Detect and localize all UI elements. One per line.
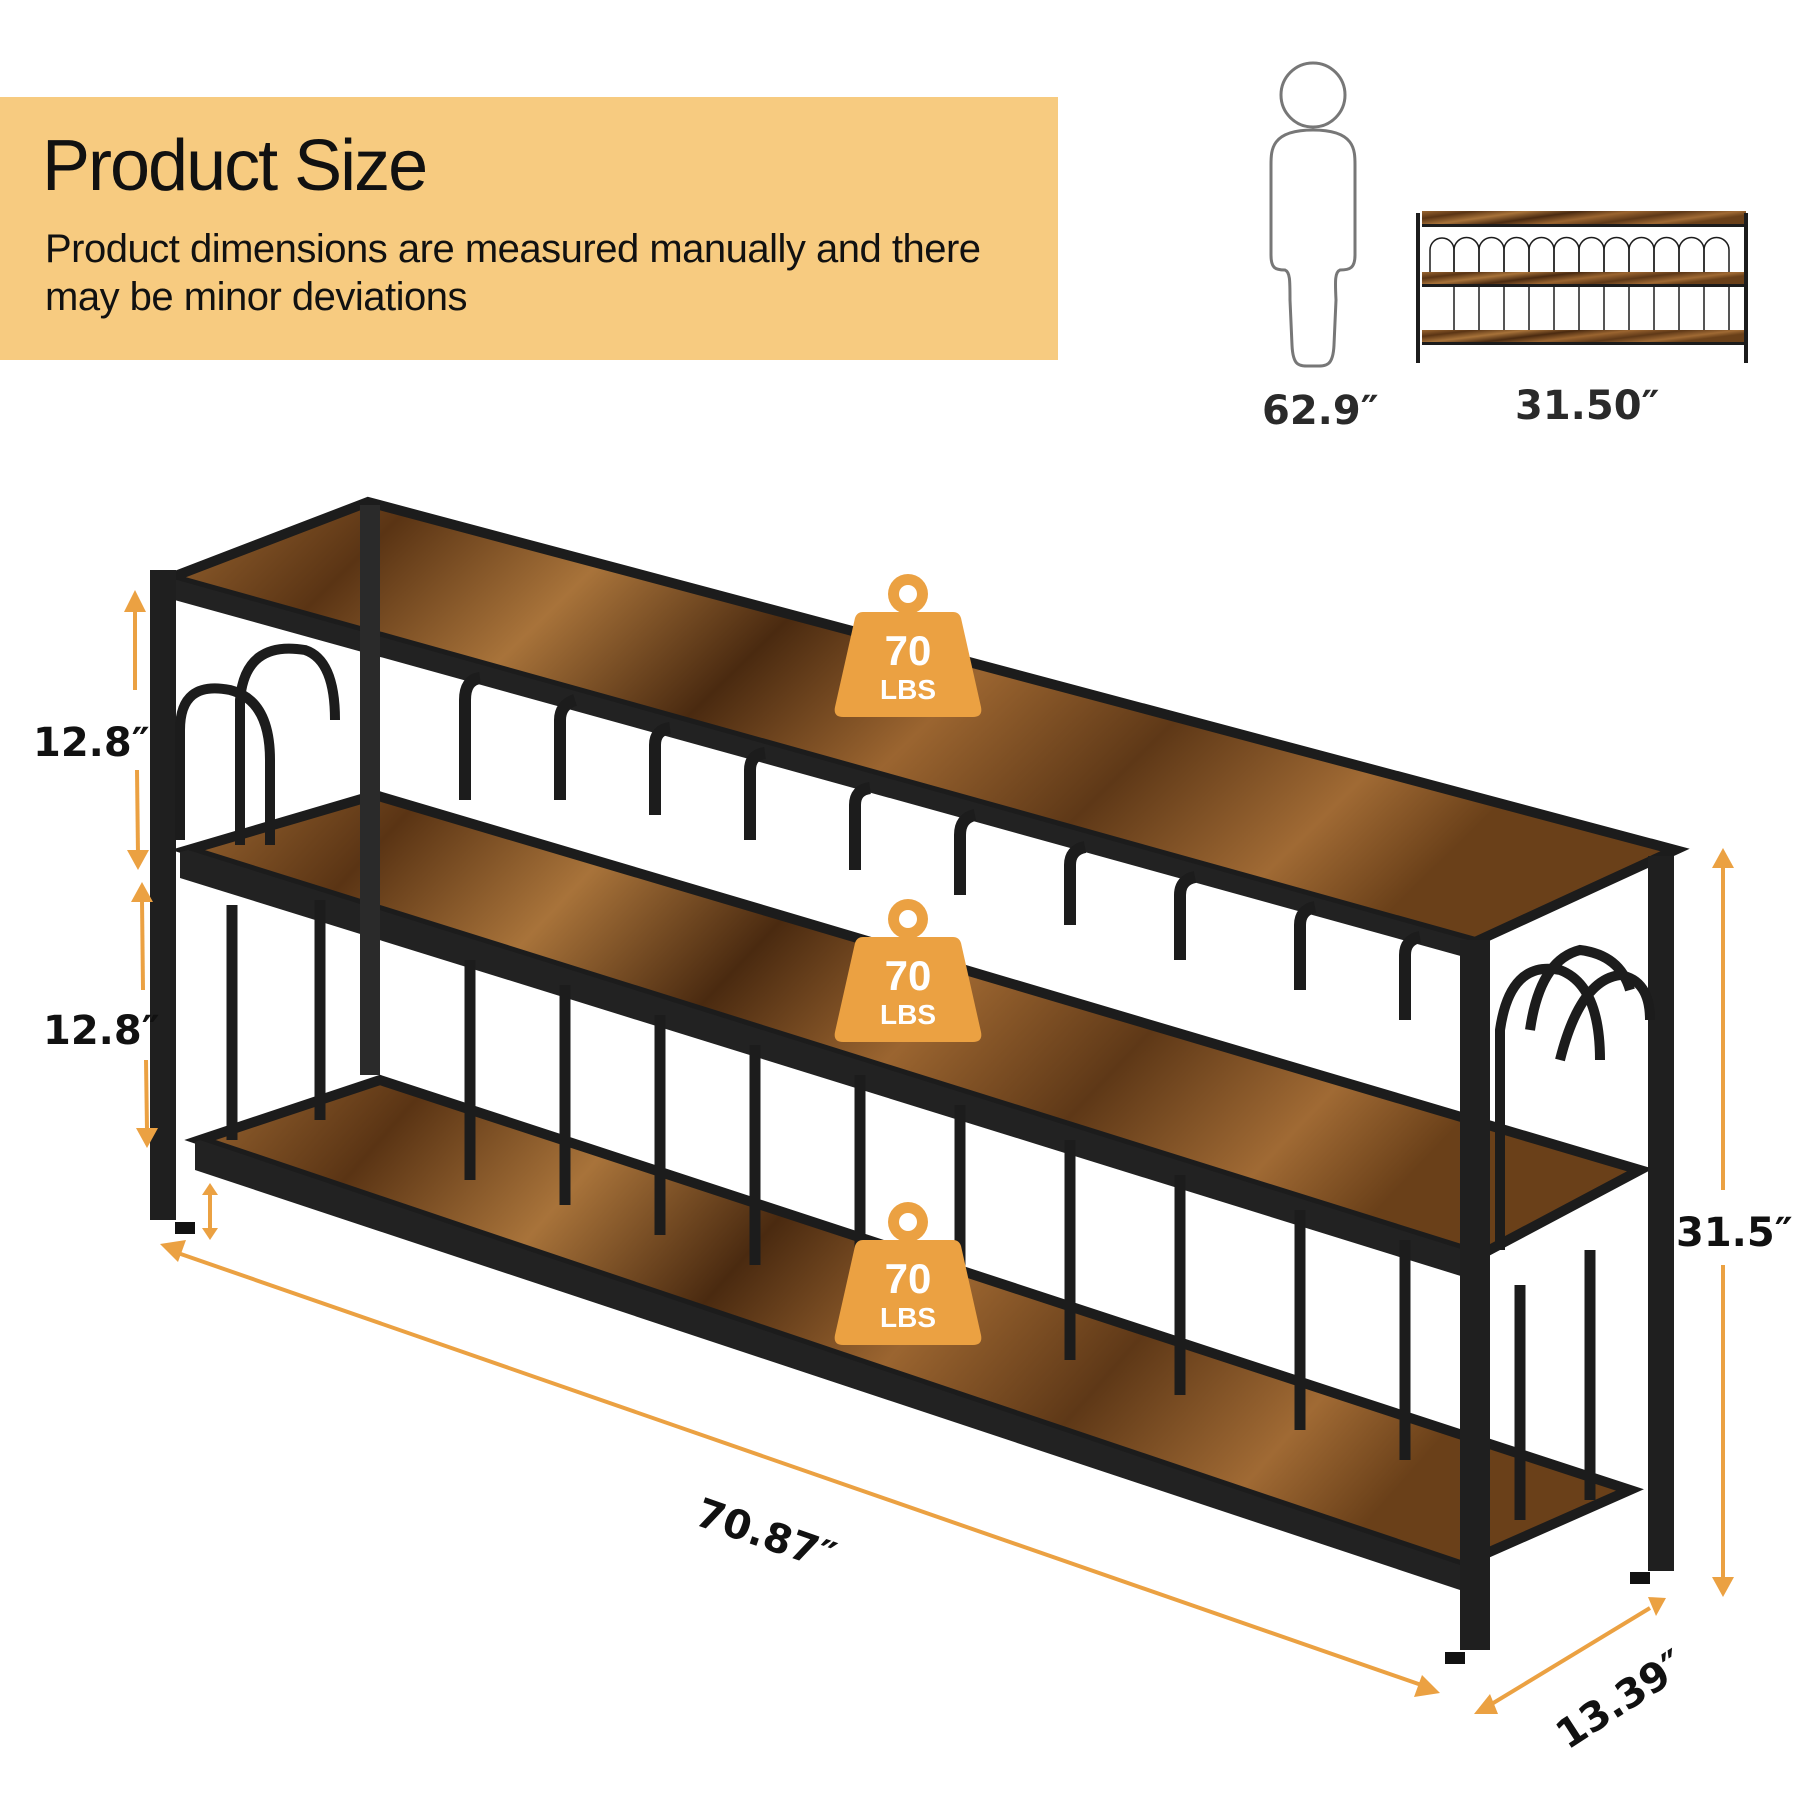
total-height-label: 31.5″: [1676, 1210, 1793, 1256]
load-unit: LBS: [880, 1302, 936, 1333]
page-title: Product Size: [42, 126, 428, 206]
load-value: 70: [884, 952, 932, 999]
page-subtitle: Product dimensions are measured manually…: [45, 227, 981, 319]
weight-icon: [834, 899, 982, 1042]
weight-icon: [834, 1202, 982, 1345]
thumbnail-height-label: 31.50″: [1515, 383, 1660, 429]
load-unit: LBS: [880, 999, 936, 1030]
shelf-gap-top-label: 12.8″: [33, 720, 150, 766]
dimension-arrows: [124, 590, 1734, 1714]
shelf-gap-bottom-label: 12.8″: [43, 1008, 160, 1054]
load-unit: LBS: [880, 674, 936, 705]
load-value: 70: [884, 627, 932, 674]
load-badge-bottom: 70 LBS: [833, 1200, 983, 1350]
load-badge-middle: 70 LBS: [833, 897, 983, 1047]
shelf-thumbnail: [1416, 211, 1748, 363]
load-badge-top: 70 LBS: [833, 572, 983, 722]
weight-icon: [834, 574, 982, 717]
person-height-label: 62.9″: [1262, 388, 1379, 434]
header-banner: [0, 97, 1058, 360]
person-outline-icon: [1269, 61, 1357, 368]
load-value: 70: [884, 1255, 932, 1302]
